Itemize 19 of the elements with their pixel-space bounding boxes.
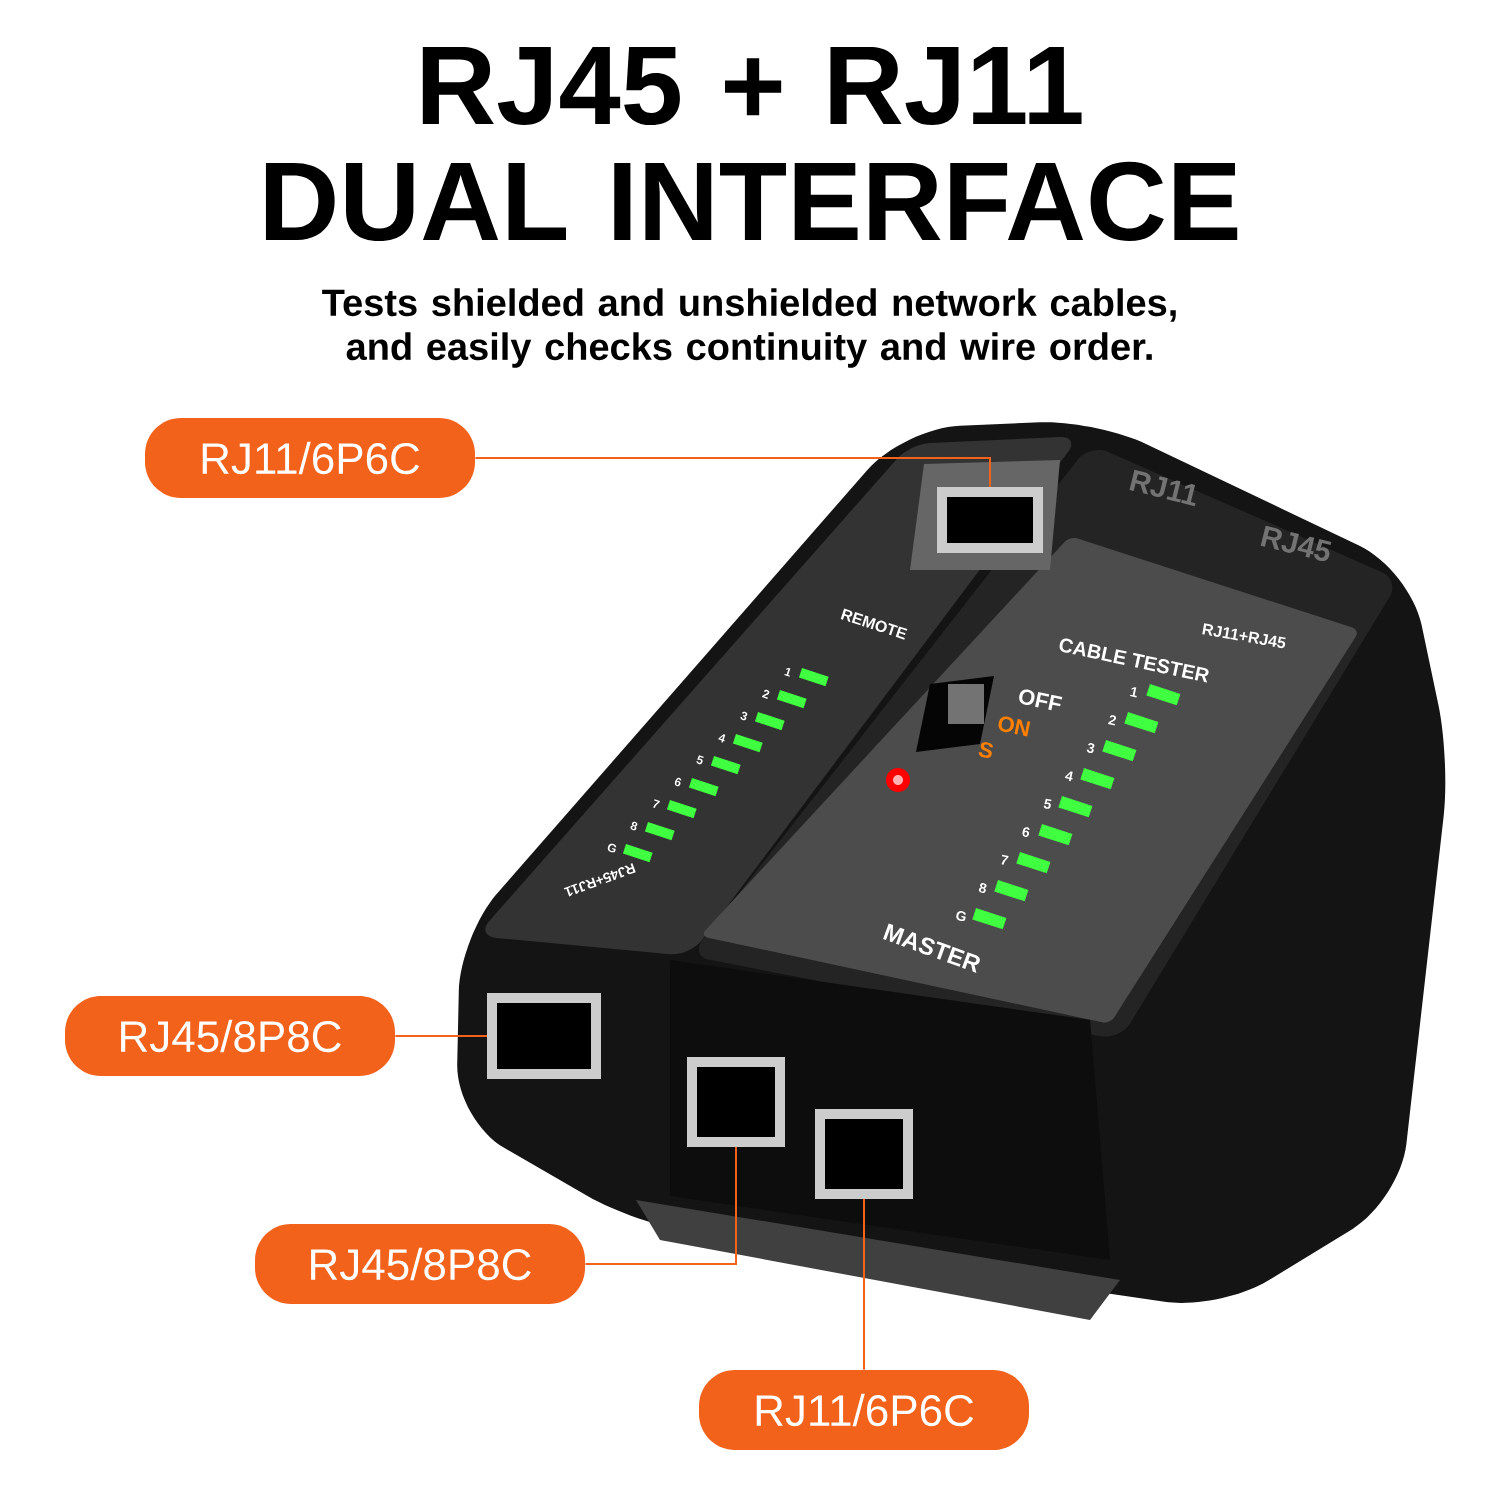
port xyxy=(937,487,1043,553)
embossed-text: RJ11 xyxy=(1129,469,1196,507)
leader-line xyxy=(394,1035,488,1037)
port xyxy=(687,1057,785,1147)
port xyxy=(487,993,601,1079)
subtitle: Tests shielded and unshielded network cables, and easily checks continuity and wire order. xyxy=(322,288,1176,368)
leader-line xyxy=(863,1198,865,1371)
title: RJ45 + RJ11 DUAL INTERFACE xyxy=(265,46,1238,242)
switch-text: S xyxy=(978,742,993,758)
leader-line xyxy=(474,457,991,488)
leader-line xyxy=(584,1146,737,1265)
callout-label: RJ45/8P8C xyxy=(65,996,395,1076)
embossed-text: RJ45 xyxy=(1260,525,1332,562)
callout-label: RJ11/6P6C xyxy=(699,1370,1029,1450)
switch-text: OFF xyxy=(1019,689,1063,711)
callout-label: RJ45/8P8C xyxy=(255,1224,585,1304)
port xyxy=(815,1109,913,1199)
switch-text: ON xyxy=(998,716,1031,737)
callout-label: RJ11/6P6C xyxy=(145,418,475,498)
